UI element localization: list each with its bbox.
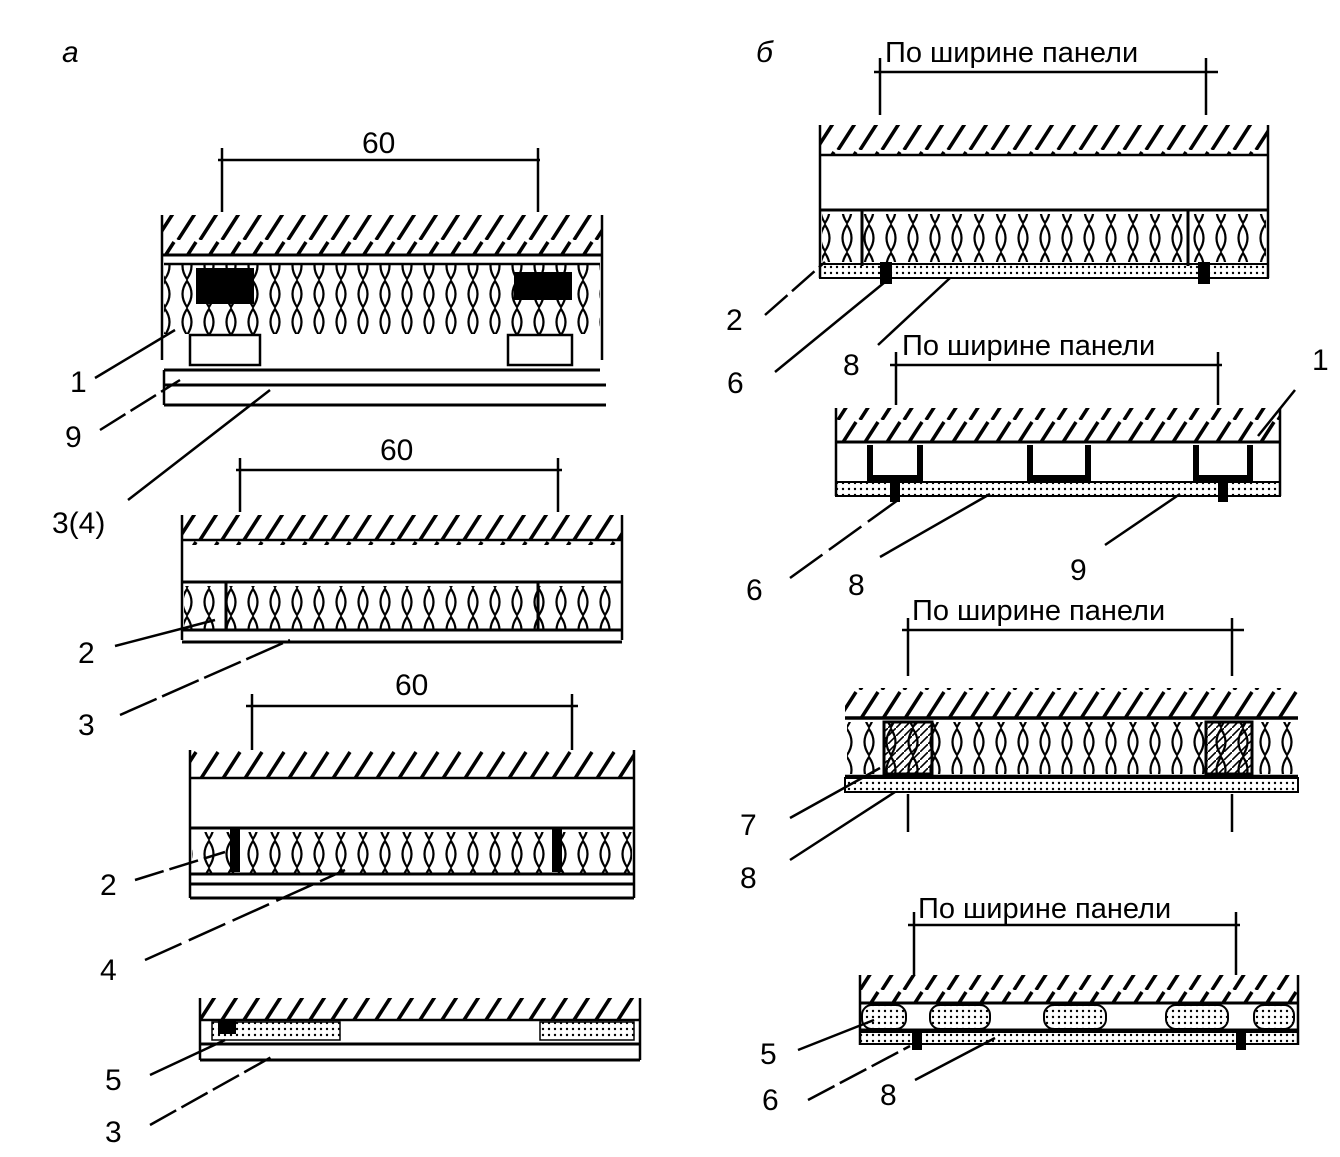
leader-a2-3 xyxy=(119,638,291,717)
callout-b2-8: 8 xyxy=(848,569,865,602)
leader-a2-2 xyxy=(114,618,216,648)
callout-b2-9: 9 xyxy=(1070,554,1087,587)
callout-a1-34: 3(4) xyxy=(52,507,105,540)
callout-a1-9: 9 xyxy=(65,421,82,454)
ceiling-slab xyxy=(162,215,602,255)
leader-a3-2 xyxy=(134,850,226,882)
callout-a3-4: 4 xyxy=(100,954,117,987)
leader-a4-3 xyxy=(149,1053,276,1127)
leader-b4-8 xyxy=(914,1036,996,1082)
leader-a1-9 xyxy=(99,378,181,432)
section-b2: По ширине панели xyxy=(834,330,1282,502)
callout-b1-2: 2 xyxy=(726,304,743,337)
leader-b1-2 xyxy=(764,261,826,316)
dim-label-b3: По ширине панели xyxy=(912,595,1165,627)
callout-a2-2: 2 xyxy=(78,637,95,670)
profile-right xyxy=(514,272,572,300)
section-a3: 60 xyxy=(188,669,636,900)
leader-b3-8 xyxy=(789,790,896,862)
callout-a2-3: 3 xyxy=(78,709,95,742)
dim-label-a3: 60 xyxy=(395,669,428,702)
leader-b4-5 xyxy=(797,1018,875,1052)
section-b3: По ширине панели xyxy=(844,595,1299,832)
section-b4: По ширине панели xyxy=(858,893,1300,1050)
part-label-a: а xyxy=(62,36,79,69)
leader-b2-1 xyxy=(1257,389,1296,437)
dim-label-b1: По ширине панели xyxy=(885,37,1138,69)
leader-b2-9 xyxy=(1104,492,1181,547)
section-b1: По ширине панели xyxy=(818,37,1270,284)
callout-b1-6: 6 xyxy=(727,367,744,400)
dim-label-a2: 60 xyxy=(380,434,413,467)
dimension-a1: 60 xyxy=(218,127,540,212)
profile-left xyxy=(196,268,254,304)
dim-label-a1: 60 xyxy=(362,127,395,160)
dim-label-b2: По ширине панели xyxy=(902,330,1155,362)
callout-b2-6: 6 xyxy=(746,574,763,607)
leader-b4-6 xyxy=(807,1044,911,1102)
leader-b2-6 xyxy=(789,498,899,580)
leader-b1-8 xyxy=(877,277,951,346)
section-a1: 60 xyxy=(160,127,606,407)
callout-b1-8: 8 xyxy=(843,349,860,382)
callout-a3-2: 2 xyxy=(100,869,117,902)
section-a2: 60 xyxy=(180,434,624,644)
callout-a4-5: 5 xyxy=(105,1064,122,1097)
leader-a1-34 xyxy=(127,389,271,501)
leader-a1-1 xyxy=(94,328,176,380)
dim-label-b4: По ширине панели xyxy=(918,893,1171,925)
leader-a3-4 xyxy=(144,868,346,962)
section-a4 xyxy=(198,998,642,1062)
callout-b3-7: 7 xyxy=(740,809,757,842)
callout-a1-1: 1 xyxy=(70,366,87,399)
callout-a4-3: 3 xyxy=(105,1116,122,1149)
leader-b3-7 xyxy=(789,766,881,820)
part-label-b: б xyxy=(756,36,774,69)
callout-b2-1: 1 xyxy=(1312,344,1329,377)
callout-b4-6: 6 xyxy=(762,1084,779,1117)
callout-b3-8: 8 xyxy=(740,862,757,895)
leader-a4-5 xyxy=(149,1038,226,1077)
callout-b4-5: 5 xyxy=(760,1038,777,1071)
leader-b1-6 xyxy=(774,281,886,373)
callout-b4-8: 8 xyxy=(880,1079,897,1112)
leader-b2-8 xyxy=(879,492,991,559)
